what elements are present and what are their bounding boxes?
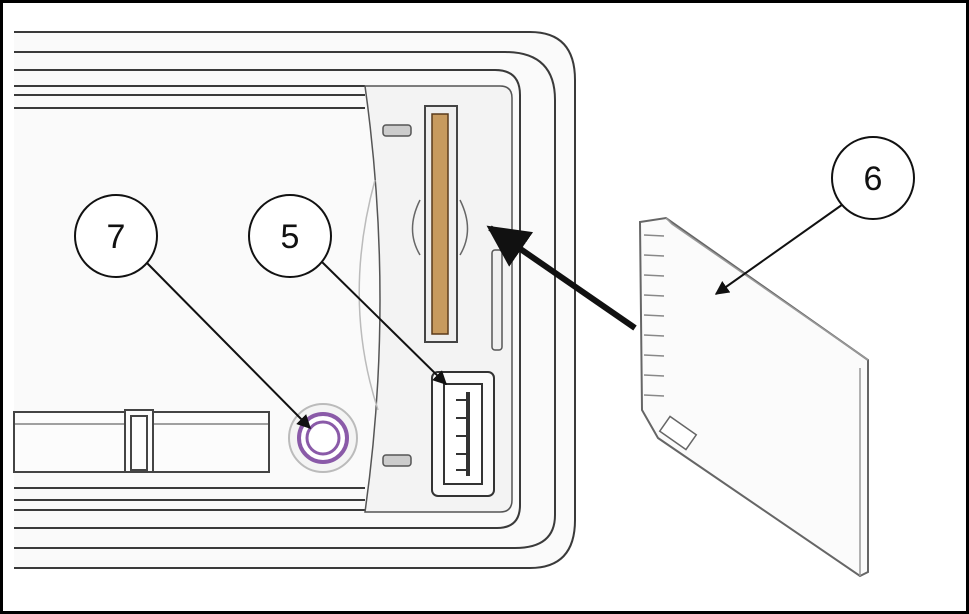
leader-line-5 <box>321 261 447 385</box>
callout-6-label: 6 <box>864 160 883 198</box>
button-strip <box>13 409 270 473</box>
indicator-led-top <box>382 124 412 137</box>
callout-7: 7 <box>74 194 158 278</box>
indicator-led-bottom <box>382 454 412 467</box>
side-slot <box>491 249 503 351</box>
callout-5-label: 5 <box>281 218 300 256</box>
insertion-arrow <box>486 225 637 331</box>
sd-card <box>638 216 869 578</box>
callout-5: 5 <box>248 194 332 278</box>
callout-6: 6 <box>831 136 915 220</box>
sd-card-slot <box>411 105 469 343</box>
leader-line-6 <box>714 201 847 295</box>
usb-port <box>431 371 495 497</box>
callout-7-label: 7 <box>107 218 126 256</box>
leader-line-7 <box>145 261 311 429</box>
aux-jack <box>288 403 358 473</box>
